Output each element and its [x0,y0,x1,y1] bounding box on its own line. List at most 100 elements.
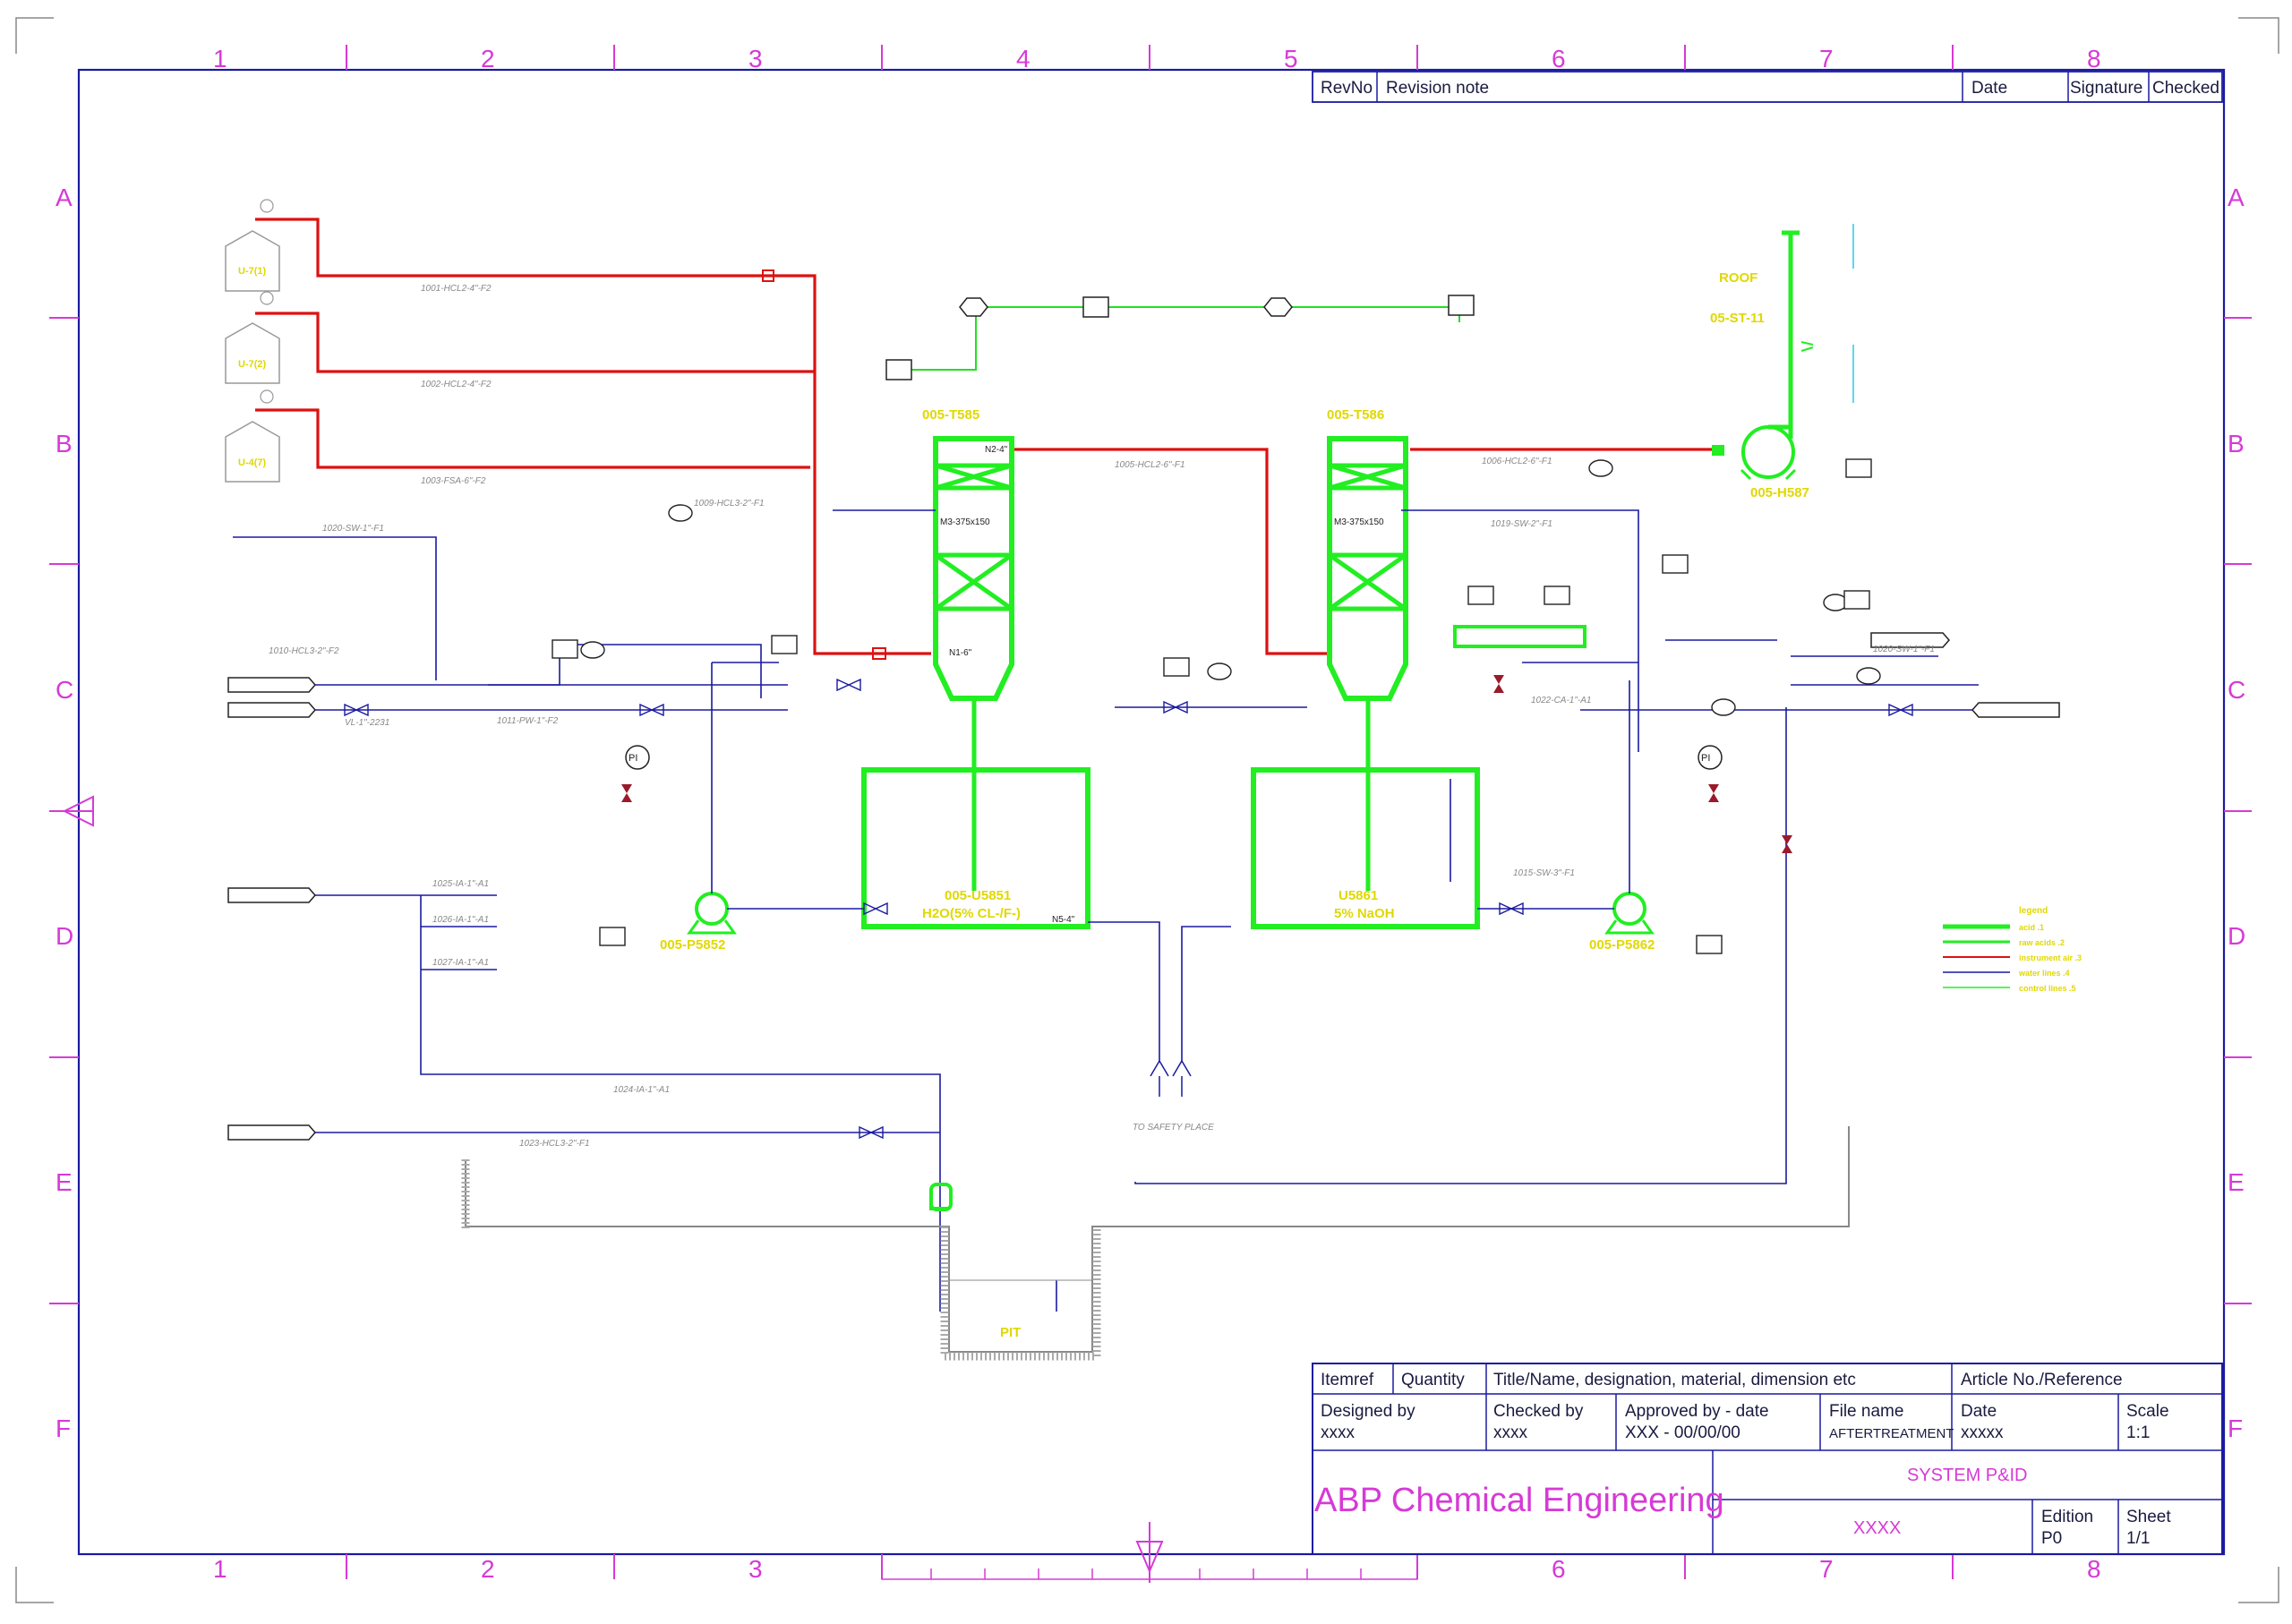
pump-1-tag: 005-P5852 [660,937,725,953]
line-label-1002: 1002-HCL2-4"-F2 [421,380,492,389]
grid-row-a-right: A [2228,184,2245,211]
line-label-1022: 1022-CA-1"-A1 [1531,696,1591,705]
pump-2: 005-P5862 [1589,892,1655,953]
grid-row-e: E [56,1168,73,1196]
drawing-title: SYSTEM P&ID [1907,1466,2027,1485]
scale-label: Scale [2126,1402,2169,1421]
legend-item-5: control lines .5 [2019,984,2076,993]
valves [344,678,1913,1140]
designed-by-label: Designed by [1321,1402,1415,1421]
line-label-1025: 1025-IA-1"-A1 [432,879,489,889]
centering-mark-left [54,795,94,827]
acid-lines [255,218,1723,660]
svg-text:M3-375x150: M3-375x150 [940,517,990,527]
grid-row-b: B [56,430,73,457]
grid-column-labels-top: 1 2 3 4 5 6 7 8 [213,45,2101,73]
svg-text:N2-4": N2-4" [985,445,1008,455]
grid-row-c: C [56,676,73,704]
grid-row-e-right: E [2228,1168,2245,1196]
stack-roof-label: ROOF [1719,270,1757,286]
line-label-1019: 1019-SW-2"-F1 [1491,519,1552,529]
company-name: ABP Chemical Engineering [1314,1482,1724,1519]
file-name-value: AFTERTREATMENT [1829,1426,1954,1441]
rev-date-header: Date [1971,79,2007,98]
line-label-1026: 1026-IA-1"-A1 [432,915,489,925]
scrubber-column-2: 005-T586 M3-375x150 [1327,407,1408,770]
grid-row-f: F [56,1415,71,1442]
legend-title: legend [2019,906,2048,916]
line-label-1020: 1020-SW-1"-F1 [322,524,384,534]
line-label-1003: 1003-FSA-6"-F2 [421,476,486,486]
tank-2: U-7(2) [225,291,280,384]
grid-row-b-right: B [2228,430,2245,457]
grid-row-labels-left: A B C D E F [56,184,73,1442]
svg-text:M3-375x150: M3-375x150 [1334,517,1384,527]
checked-header: Checked [2152,79,2219,98]
approved-by-label: Approved by - date [1625,1402,1769,1421]
tank-1: U-7(1) [225,199,280,292]
grid-col-7-bottom: 7 [1819,1555,1834,1583]
svg-text:N5-4": N5-4" [1052,915,1075,925]
line-label-1024: 1024-IA-1"-A1 [613,1085,670,1095]
line-label-1010: 1010-HCL3-2"-F2 [269,646,339,656]
checked-by-label: Checked by [1493,1402,1584,1421]
svg-text:N1-6": N1-6" [949,648,972,658]
revision-note-header: Revision note [1386,79,1489,98]
drawing-frame [77,68,2226,1556]
column-2-tag: 005-T586 [1327,407,1384,423]
pit-label: PIT [1000,1325,1021,1340]
grid-row-labels-right: A B C D E F [2228,184,2245,1442]
vessel-2-tag: U5861 [1338,888,1378,903]
pump-1-discharge [711,662,864,910]
scale-value: 1:1 [2126,1423,2150,1442]
tank-3-label: U-4(7) [238,457,267,468]
line-label-1027: 1027-IA-1"-A1 [432,958,489,968]
legend-item-2: raw acids .2 [2019,938,2065,947]
safety-vents [1150,1060,1192,1097]
pit-structure: PIT [461,1126,1850,1361]
to-safety-label: TO SAFETY PLACE [1133,1123,1214,1133]
grid-col-2: 2 [481,45,495,73]
stack-tag: 05-ST-11 [1710,311,1765,326]
raw-acid-tanks: U-7(1) U-7(2) U-4(7) [225,199,280,483]
bottom-scale-bracket [881,1558,1418,1580]
grid-col-6-bottom: 6 [1552,1555,1566,1583]
rev-no-header: RevNo [1321,79,1373,98]
grid-col-1-bottom: 1 [213,1555,227,1583]
legend: legend acid .1 raw acids .2 instrument a… [1943,906,2082,993]
grid-col-3: 3 [748,45,763,73]
drawing-number: XXXX [1853,1518,1901,1538]
line-label-vl: VL-1"-2231 [345,718,389,728]
tank-1-label: U-7(1) [238,266,267,277]
vessel-2-content: 5% NaOH [1334,906,1395,921]
sheet-label: Sheet [2126,1508,2171,1526]
edition-value: P0 [2041,1529,2062,1548]
grid-col-3-bottom: 3 [748,1555,763,1583]
approved-by-value: XXX - 00/00/00 [1625,1423,1740,1442]
tank-3: U-4(7) [225,389,280,483]
title-block: Itemref Quantity Title/Name, designation… [1312,1363,2223,1555]
vessel-1-tag: 005-U5851 [945,888,1011,903]
grid-col-8-bottom: 8 [2087,1555,2101,1583]
grid-col-1: 1 [213,45,227,73]
grid-col-5: 5 [1284,45,1298,73]
grid-col-6: 6 [1552,45,1566,73]
tank-2-label: U-7(2) [238,359,267,370]
grid-row-a: A [56,184,73,211]
grid-row-f-right: F [2228,1415,2243,1442]
grid-col-8: 8 [2087,45,2101,73]
legend-item-1: acid .1 [2019,923,2044,932]
red-valves [621,675,1792,853]
edition-label: Edition [2041,1508,2093,1526]
legend-item-4: water lines .4 [2018,969,2070,978]
line-label-1005: 1005-HCL2-6"-F1 [1115,460,1185,470]
line-label-1009: 1009-HCL3-2"-F1 [694,499,765,509]
checked-by-value: xxxx [1493,1423,1528,1442]
vessel-1-content: H2O(5% CL-/F-) [922,906,1021,921]
legend-item-3: instrument air .3 [2019,953,2082,962]
line-label-1020b: 1020-SW-1"-F1 [1873,645,1935,654]
instrument-bubbles [552,458,1881,954]
article-header: Article No./Reference [1961,1371,2123,1389]
